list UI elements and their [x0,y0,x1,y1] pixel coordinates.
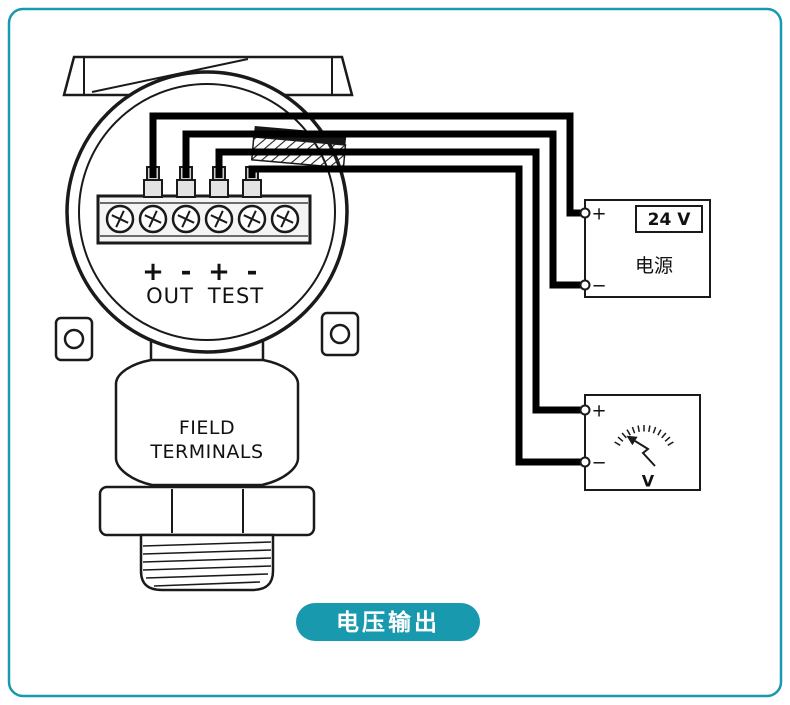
screw-icon [237,204,267,234]
wire-out-minus [182,130,583,289]
meter-plus-sign: + [591,401,606,422]
terminal-sign: + [208,257,230,287]
wire-out-plus [149,112,583,217]
power-minus-terminal [579,279,591,291]
terminal-sign: - [247,257,258,287]
meter-minus-terminal [579,456,591,468]
terminal-sign: - [181,257,192,287]
housing-inner-ring [78,83,336,341]
meter-minus-sign: − [591,453,606,474]
meter-plus-terminal [579,404,591,416]
power-plus-sign: + [591,204,606,225]
caption-badge: 电压输出 [296,603,480,641]
wire-test-plus [215,148,583,414]
field-terminals-line2: TERMINALS [149,441,263,463]
mounting-ear-left [54,316,94,362]
field-terminals-line1: FIELD [179,417,235,439]
screw-icon [138,204,168,234]
caption-badge-bg [296,603,480,641]
meter-needle-tip [626,435,638,446]
wire-test-minus [248,165,583,466]
screw-icon [171,204,201,234]
wires [149,112,583,466]
voltmeter-unit: V [642,472,655,491]
power-supply-box: + − 24 V 电源 [579,199,711,298]
screw-icon [270,204,300,234]
hex-nut [98,485,316,537]
voltage-value-box: 24 V [635,205,703,233]
terminal-sign: + [142,257,164,287]
meter-needle [634,440,656,467]
meter-scale-icon [614,425,674,467]
voltmeter-box: + − V [579,394,701,491]
threaded-stud [139,533,275,592]
power-plus-terminal [579,207,591,219]
out-label: OUT [146,284,194,308]
neck: FIELD TERMINALS [114,340,300,487]
mounting-ear-right [320,311,360,357]
test-label: TEST [207,284,264,308]
power-supply-label: 电源 [635,255,673,277]
caption-label: 电压输出 [336,609,440,636]
diagram-border [7,7,783,698]
screw-icon [105,204,135,234]
voltage-value: 24 V [648,210,692,230]
screw-icon [204,204,234,234]
power-minus-sign: − [591,276,606,297]
